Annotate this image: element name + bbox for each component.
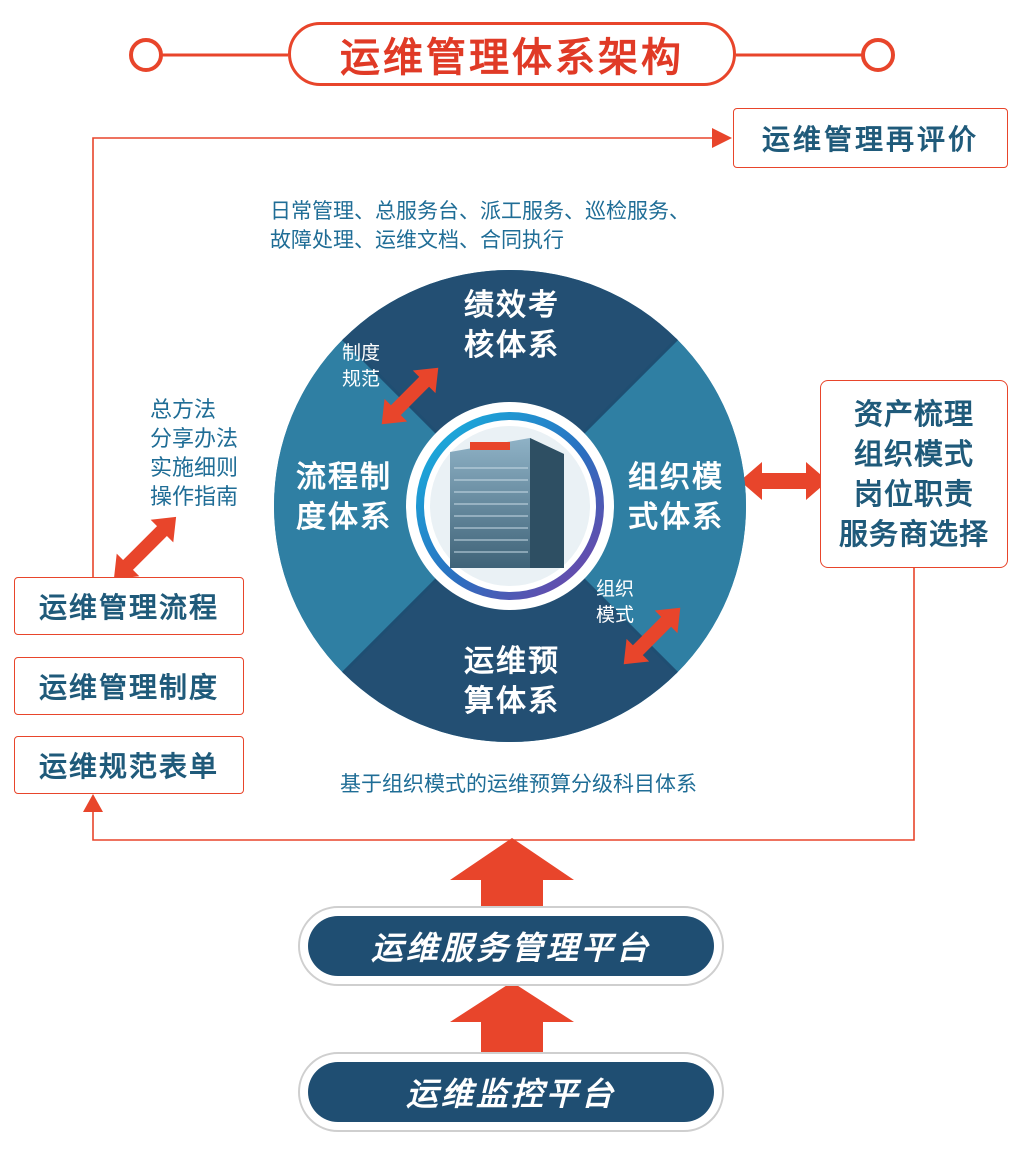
budget-system-label: 运维预 算体系 — [432, 642, 592, 722]
monitor-platform: 运维监控平台 — [308, 1062, 714, 1122]
regulation-label: 运维管理制度 — [38, 671, 219, 704]
form-label: 运维规范表单 — [38, 750, 219, 783]
feedback-loop-bottom — [83, 568, 915, 841]
right-double-arrow — [740, 462, 828, 500]
organization-line-4: 服务商选择 — [838, 517, 989, 551]
performance-line-2: 核体系 — [464, 328, 560, 363]
reevaluation-label: 运维管理再评价 — [761, 123, 979, 156]
monitor-platform-label: 运维监控平台 — [405, 1075, 616, 1113]
budget-note: 基于组织模式的运维预算分级科目体系 — [340, 772, 697, 796]
diagram-title-box: 运维管理体系架构 — [288, 22, 736, 86]
quadrant-left — [274, 270, 510, 742]
system-circle — [274, 270, 746, 742]
process-system-line-2: 度体系 — [296, 500, 392, 535]
left-note-line-2: 分享办法 — [150, 427, 239, 452]
org-mode-tag-line-1: 组织 — [596, 578, 635, 600]
org-mode-tag-line-2: 模式 — [596, 604, 635, 626]
up-arrow-lower — [450, 982, 574, 1052]
top-note-line-2: 故障处理、运维文档、合同执行 — [270, 228, 564, 252]
regulation-tag: 制度 规范 — [342, 340, 380, 392]
service-platform-label: 运维服务管理平台 — [370, 929, 651, 967]
quadrant-bottom — [274, 506, 746, 742]
left-note-line-1: 总方法 — [150, 398, 217, 423]
performance-system-label: 绩效考 核体系 — [432, 286, 592, 366]
process-system-label: 流程制 度体系 — [282, 458, 406, 538]
br-double-arrow — [623, 607, 681, 665]
left-note: 总方法 分享办法 实施细则 操作指南 — [150, 396, 238, 512]
quadrant-right — [510, 270, 746, 742]
regulation-tag-line-1: 制度 — [342, 342, 381, 364]
monitor-platform-frame: 运维监控平台 — [298, 1052, 724, 1132]
up-arrow-upper — [450, 838, 574, 908]
reevaluation-box: 运维管理再评价 — [733, 108, 1008, 168]
process-system-line-1: 流程制 — [296, 460, 392, 495]
process-label: 运维管理流程 — [38, 591, 219, 624]
left-note-line-4: 操作指南 — [150, 485, 239, 510]
form-box: 运维规范表单 — [14, 736, 244, 794]
org-mode-tag: 组织 模式 — [596, 576, 634, 628]
organization-line-2: 组织模式 — [853, 437, 974, 471]
regulation-tag-line-2: 规范 — [342, 368, 381, 390]
organization-system-line-1: 组织模 — [628, 460, 724, 495]
organization-box: 资产梳理 组织模式 岗位职责 服务商选择 — [820, 380, 1008, 568]
quadrant-top — [274, 270, 746, 506]
organization-line-1: 资产梳理 — [853, 397, 974, 431]
organization-system-line-2: 式体系 — [628, 500, 724, 535]
regulation-box: 运维管理制度 — [14, 657, 244, 715]
diagram-title: 运维管理体系架构 — [340, 35, 684, 81]
top-note-line-1: 日常管理、总服务台、派工服务、巡检服务、 — [270, 199, 690, 223]
organization-system-label: 组织模 式体系 — [614, 458, 738, 538]
title-decoration — [129, 38, 895, 72]
top-note: 日常管理、总服务台、派工服务、巡检服务、 故障处理、运维文档、合同执行 — [270, 197, 690, 255]
process-box: 运维管理流程 — [14, 577, 244, 635]
left-note-line-3: 实施细则 — [150, 456, 239, 481]
service-platform: 运维服务管理平台 — [308, 916, 714, 976]
service-platform-frame: 运维服务管理平台 — [298, 906, 724, 986]
organization-line-3: 岗位职责 — [853, 477, 974, 511]
performance-line-1: 绩效考 — [464, 288, 560, 323]
tl-double-arrow — [381, 367, 439, 425]
budget-line-1: 运维预 — [464, 644, 560, 679]
feedback-loop-top — [92, 128, 732, 578]
budget-line-2: 算体系 — [464, 684, 560, 719]
building-image — [450, 438, 564, 568]
left-double-arrow — [113, 516, 177, 580]
